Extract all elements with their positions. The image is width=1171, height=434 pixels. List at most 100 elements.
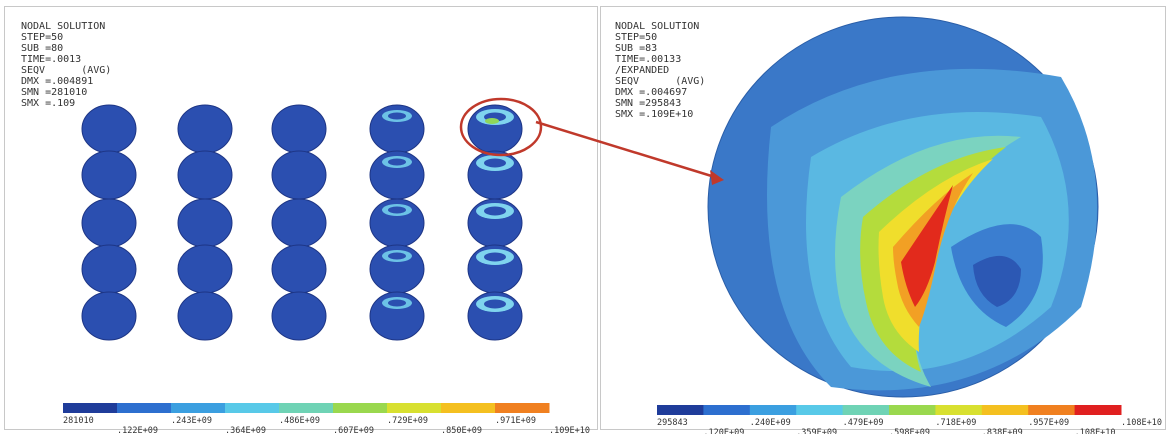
- right-colorbar-top-label: .957E+09: [1028, 418, 1069, 428]
- left-colorbar-segment: [387, 403, 442, 413]
- right-title: NODAL SOLUTION: [615, 21, 700, 32]
- left-colorbar-top-label: .486E+09: [279, 416, 320, 426]
- sphere-element: [271, 244, 327, 294]
- right-step: STEP=50: [615, 32, 658, 43]
- contact-core: [388, 206, 406, 214]
- left-info-block: NODAL SOLUTION STEP=50 SUB =80 TIME=.001…: [21, 21, 111, 109]
- sphere-element: [81, 150, 137, 200]
- left-colorbar-segment: [495, 403, 550, 413]
- left-dmx: DMX =.004891: [21, 76, 94, 87]
- sphere-element: [177, 198, 233, 248]
- contact-core: [388, 252, 406, 260]
- left-colorbar-top-label: .243E+09: [171, 416, 212, 426]
- sphere-element: [467, 291, 523, 341]
- right-colorbar-top-label: .108E+10: [1121, 418, 1162, 428]
- right-time: TIME=.00133: [615, 54, 682, 65]
- sphere-body: [81, 291, 137, 341]
- left-colorbar-segment: [441, 403, 496, 413]
- sphere-element: [81, 104, 137, 154]
- sphere-body: [177, 198, 233, 248]
- sphere-body: [271, 150, 327, 200]
- sphere-element: [81, 198, 137, 248]
- right-colorbar-top-label: .240E+09: [750, 418, 791, 428]
- sphere-element: [369, 150, 425, 200]
- left-colorbar-bottom-label: .122E+09: [117, 426, 158, 434]
- right-colorbar-segment: [981, 405, 1029, 415]
- max-stress-zone: [901, 185, 953, 307]
- right-colorbar-segment: [703, 405, 751, 415]
- contact-core: [484, 299, 506, 309]
- right-colorbar-segment: [749, 405, 797, 415]
- sphere-body: [177, 104, 233, 154]
- right-colorbar-segment: [1074, 405, 1122, 415]
- right-smn: SMN =295843: [615, 98, 682, 109]
- left-title: NODAL SOLUTION: [21, 21, 106, 32]
- contact-core: [388, 112, 406, 120]
- left-colorbar-bottom-label: .850E+09: [441, 426, 482, 434]
- sphere-body: [81, 244, 137, 294]
- sphere-element: [81, 291, 137, 341]
- sphere-element: [369, 291, 425, 341]
- sphere-body: [271, 198, 327, 248]
- right-colorbar-segment: [657, 405, 704, 415]
- sphere-body: [177, 244, 233, 294]
- contact-core: [484, 206, 506, 216]
- sphere-body: [81, 104, 137, 154]
- left-smx: SMX =.109: [21, 98, 76, 109]
- right-colorbar-top-label: .718E+09: [935, 418, 976, 428]
- sphere-element: [271, 198, 327, 248]
- sphere-body: [177, 150, 233, 200]
- sphere-element: [81, 244, 137, 294]
- contact-core: [388, 158, 406, 166]
- right-colorbar-segment: [889, 405, 936, 415]
- left-step: STEP=50: [21, 32, 64, 43]
- right-sub: SUB =83: [615, 43, 658, 54]
- right-colorbar-segment: [1028, 405, 1076, 415]
- left-colorbar-bottom-label: .364E+09: [225, 426, 266, 434]
- right-dmx: DMX =.004697: [615, 87, 688, 98]
- right-smx: SMX =.109E+10: [615, 109, 694, 120]
- right-colorbar-bottom-label: .598E+09: [889, 428, 930, 434]
- sphere-element: [177, 291, 233, 341]
- right-colorbar-top-label: .479E+09: [843, 418, 884, 428]
- sphere-body: [81, 150, 137, 200]
- left-colorbar-bottom-label: .607E+09: [333, 426, 374, 434]
- sphere-body: [81, 198, 137, 248]
- right-colorbar-segment: [842, 405, 890, 415]
- right-seqv: SEQV (AVG): [615, 76, 706, 87]
- sphere-element: [177, 104, 233, 154]
- right-expanded: /EXPANDED: [615, 65, 670, 76]
- inner-core-zone: [973, 255, 1021, 307]
- sphere-body: [271, 244, 327, 294]
- right-viewport: 295843 .240E+09 .479E+09 .718E+09 .957E+09 .1…: [600, 6, 1166, 434]
- contact-core: [388, 299, 406, 307]
- left-colorbar-top-label: .729E+09: [387, 416, 428, 426]
- left-model-canvas: 281010 .243E+09 .486E+09 .729E+09 .971E+09 .1…: [63, 97, 590, 434]
- sphere-body: [271, 104, 327, 154]
- sphere-element: [467, 104, 523, 154]
- right-colorbar-bottom-label: .359E+09: [796, 428, 837, 434]
- sphere-body: [271, 291, 327, 341]
- sphere-element: [467, 244, 523, 294]
- left-smn: SMN =281010: [21, 87, 88, 98]
- right-colorbar-top-label: 295843: [657, 418, 688, 428]
- contact-core: [484, 158, 506, 168]
- left-colorbar-segment: [117, 403, 172, 413]
- right-info-block: NODAL SOLUTION STEP=50 SUB =83 TIME=.001…: [615, 21, 705, 120]
- left-colorbar-segment: [63, 403, 118, 413]
- left-colorbar-segment: [333, 403, 388, 413]
- left-colorbar-segment: [225, 403, 280, 413]
- left-viewport: 281010 .243E+09 .486E+09 .729E+09 .971E+09 .1…: [4, 6, 598, 434]
- left-sub: SUB =80: [21, 43, 64, 54]
- right-colorbar-segment: [935, 405, 983, 415]
- sphere-element: [271, 104, 327, 154]
- right-model-canvas: 295843 .240E+09 .479E+09 .718E+09 .957E+09 .1…: [657, 16, 1162, 434]
- left-colorbar-segment: [171, 403, 226, 413]
- sphere-element: [177, 244, 233, 294]
- sphere-element: [369, 244, 425, 294]
- sphere-element: [467, 150, 523, 200]
- stress-hotspot: [485, 118, 499, 124]
- sphere-body: [177, 291, 233, 341]
- left-colorbar-top-label: 281010: [63, 416, 94, 426]
- left-colorbar-top-label: .971E+09: [495, 416, 536, 426]
